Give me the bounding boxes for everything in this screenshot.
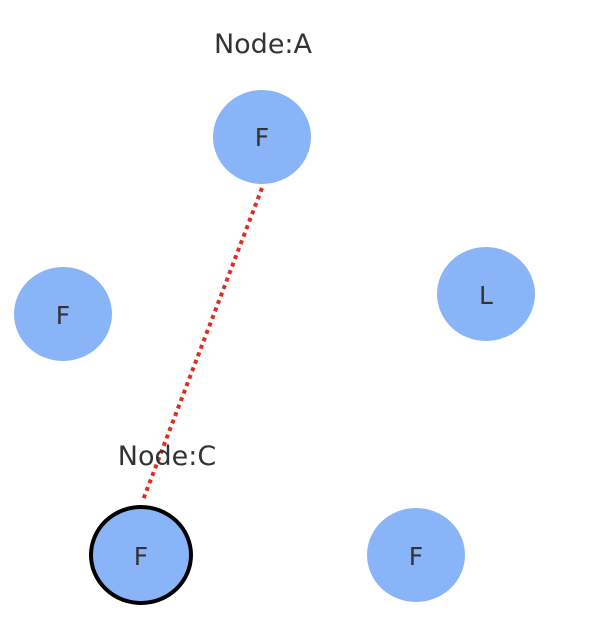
node-e-circle[interactable] — [367, 508, 465, 602]
node-b-circle[interactable] — [14, 267, 112, 361]
node-c-circle[interactable] — [89, 505, 193, 605]
node-a-role: F — [255, 123, 269, 152]
node-b[interactable]: F — [14, 267, 112, 361]
node-c[interactable]: F — [89, 505, 193, 605]
node-e[interactable]: F — [367, 508, 465, 602]
node-a-label: Node:A — [214, 29, 313, 60]
node-c-role: F — [134, 542, 148, 571]
node-a[interactable]: F — [213, 90, 311, 184]
node-a-circle[interactable] — [213, 90, 311, 184]
node-c-label: Node:C — [118, 441, 216, 472]
node-b-role: F — [56, 301, 70, 330]
node-l[interactable]: L — [437, 247, 535, 341]
node-l-circle[interactable] — [437, 247, 535, 341]
node-l-role: L — [479, 281, 493, 310]
node-e-role: F — [409, 542, 423, 571]
